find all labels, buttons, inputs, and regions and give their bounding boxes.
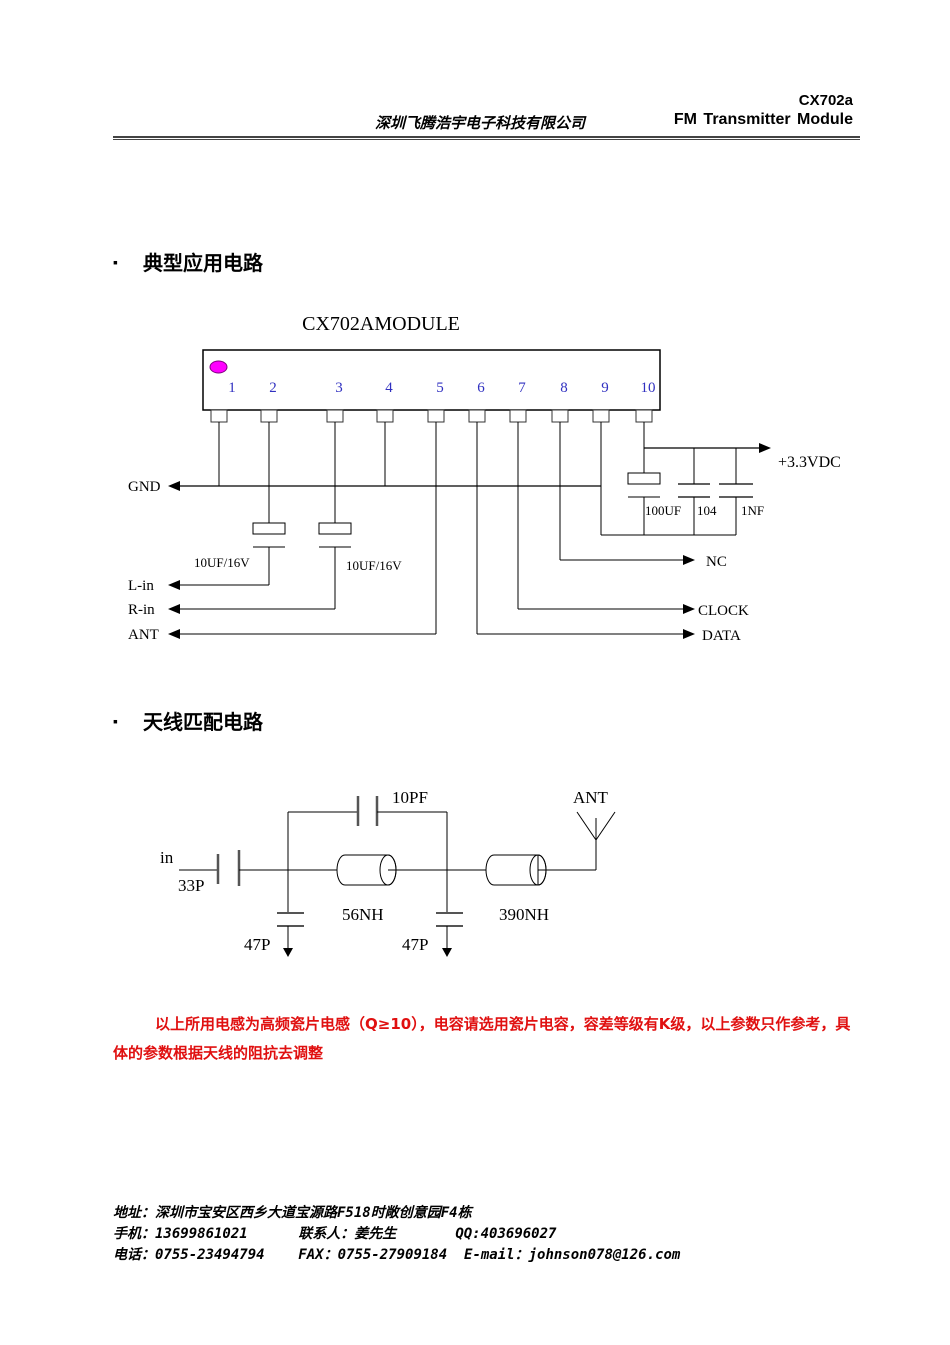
pin-number: 3 — [335, 380, 343, 396]
data-arrow-icon — [683, 629, 695, 639]
label-cap-right: 10UF/16V — [346, 558, 402, 573]
header-company: 深圳飞腾浩宇电子科技有限公司 — [375, 114, 586, 132]
ground-arrow-icon — [442, 948, 452, 957]
pin-pad — [509, 409, 527, 423]
footer-phone: 电话：0755-23494794 — [113, 1247, 265, 1263]
footer-contact-person: 联系人：姜先生 — [298, 1226, 397, 1242]
label-cap-104: 104 — [697, 503, 717, 518]
typical-application-circuit: CX702AMODULE 1 2 3 4 5 6 7 8 9 10 GND 10UF/16V L-… — [128, 313, 841, 644]
footer-qq: QQ:403696027 — [455, 1226, 557, 1242]
pin-pad — [592, 409, 610, 423]
pin-number: 7 — [518, 380, 526, 396]
module-body — [202, 349, 661, 411]
label-gnd: GND — [128, 479, 161, 495]
label-c-33p: 33P — [178, 876, 204, 895]
ground-arrow-icon — [283, 948, 293, 957]
label-cap-100uf: 100UF — [645, 503, 681, 518]
footer-contact: 地址：深圳市宝安区西乡大道宝源路F518时敞创意园F4栋 手机：13699861… — [113, 1203, 680, 1266]
footer-email: E-mail：johnson078@126.com — [464, 1247, 681, 1263]
pin-number: 5 — [436, 380, 444, 396]
label-l-56nh: 56NH — [342, 905, 384, 924]
clock-arrow-icon — [683, 604, 695, 614]
label-clock: CLOCK — [698, 603, 749, 619]
pin-pad — [635, 409, 653, 423]
component-note: 以上所用电感为高频瓷片电感（Q≥10），电容请选用瓷片电容，容差等级有K级，以上… — [113, 1015, 851, 1062]
pin-pad — [210, 409, 228, 423]
section-title-antenna-matching: 天线匹配电路 — [143, 710, 263, 734]
label-cap-1nf: 1NF — [741, 503, 764, 518]
label-r-in: R-in — [128, 602, 155, 618]
header-divider — [113, 136, 860, 138]
label-c-10pf: 10PF — [392, 788, 428, 807]
header-model: CX702a — [798, 92, 853, 109]
gnd-arrow-icon — [168, 481, 180, 491]
pin-pad — [326, 409, 344, 423]
pin-number: 6 — [477, 380, 485, 396]
nc-arrow-icon — [683, 555, 695, 565]
label-l-390nh: 390NH — [499, 905, 549, 924]
label-in: in — [160, 848, 174, 867]
pin1-marker — [209, 360, 228, 374]
section-title-typical-circuit: 典型应用电路 — [143, 251, 263, 275]
pin-pad — [551, 409, 569, 423]
module-pins: 1 2 3 4 5 6 7 8 9 10 — [210, 380, 656, 423]
header-divider-thin — [113, 139, 860, 140]
inductor-56nh — [336, 854, 397, 886]
inductor-390nh — [485, 854, 547, 886]
label-l-in: L-in — [128, 578, 154, 594]
pin-pad — [427, 409, 445, 423]
cap-100uf — [627, 472, 661, 485]
label-c-47p-1: 47P — [244, 935, 270, 954]
pin-pad — [260, 409, 278, 423]
vdc-arrow-icon — [759, 443, 771, 453]
pin-number: 8 — [560, 380, 568, 396]
label-data: DATA — [702, 628, 741, 644]
section-bullet: ▪ — [113, 713, 118, 729]
label-c-47p-2: 47P — [402, 935, 428, 954]
cap-electrolytic-left — [252, 522, 286, 535]
label-cap-left: 10UF/16V — [194, 555, 250, 570]
module-name: CX702AMODULE — [302, 313, 460, 335]
pin-pad — [376, 409, 394, 423]
footer-address: 地址：深圳市宝安区西乡大道宝源路F518时敞创意园F4栋 — [113, 1205, 472, 1221]
label-ant2: ANT — [573, 788, 609, 807]
label-nc: NC — [706, 554, 727, 570]
antenna-matching-circuit: in 33P 10PF 56NH 390NH ANT 47P 47P — [160, 788, 616, 957]
footer-fax: FAX：0755-27909184 — [298, 1247, 448, 1263]
section-bullet: ▪ — [113, 254, 118, 270]
header-title: FM Transmitter Module — [673, 111, 853, 128]
ant-arrow-icon — [168, 629, 180, 639]
l-in-arrow-icon — [168, 580, 180, 590]
pin-pad — [468, 409, 486, 423]
pin-number: 2 — [269, 380, 277, 396]
cap-electrolytic-right — [318, 522, 352, 535]
footer-mobile: 手机：13699861021 — [113, 1226, 248, 1242]
pin-number: 9 — [601, 380, 609, 396]
label-ant: ANT — [128, 627, 159, 643]
pin-number: 4 — [385, 380, 393, 396]
pin-number: 1 — [228, 380, 236, 396]
r-in-arrow-icon — [168, 604, 180, 614]
pin-number: 10 — [641, 380, 656, 396]
label-vdc: +3.3VDC — [778, 454, 841, 471]
